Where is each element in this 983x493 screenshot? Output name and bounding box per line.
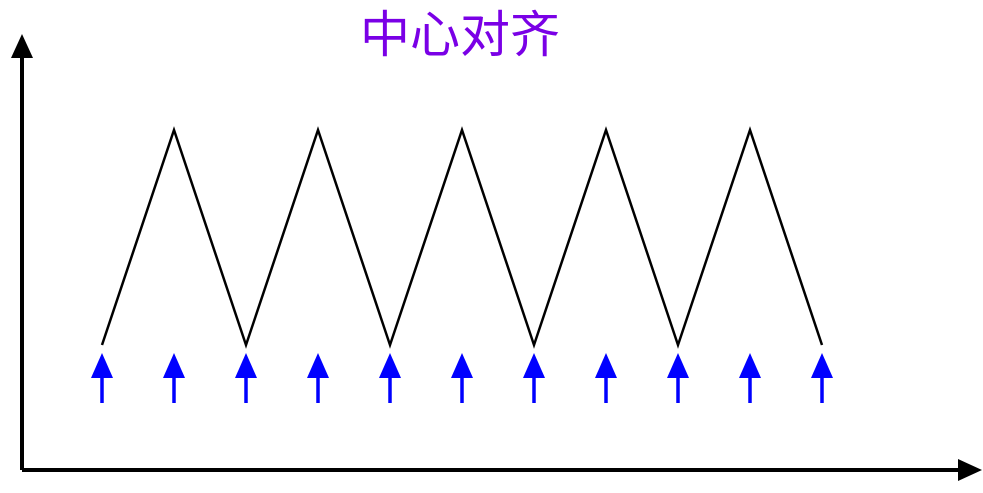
up-arrow-icon	[811, 353, 833, 403]
x-axis-arrowhead-icon	[958, 459, 982, 481]
diagram-title: 中心对齐	[360, 6, 560, 64]
up-arrow-icon	[667, 353, 689, 403]
up-arrow-icon	[235, 353, 257, 403]
up-arrow-icon	[523, 353, 545, 403]
up-arrow-icon	[739, 353, 761, 403]
up-arrow-icon	[451, 353, 473, 403]
up-arrow-icon	[163, 353, 185, 403]
sample-markers	[91, 353, 833, 403]
up-arrow-icon	[379, 353, 401, 403]
up-arrow-icon	[307, 353, 329, 403]
up-arrow-icon	[595, 353, 617, 403]
y-axis-arrowhead-icon	[11, 34, 33, 58]
up-arrow-icon	[91, 353, 113, 403]
triangle-waveform	[100, 126, 824, 349]
axes	[11, 34, 982, 481]
